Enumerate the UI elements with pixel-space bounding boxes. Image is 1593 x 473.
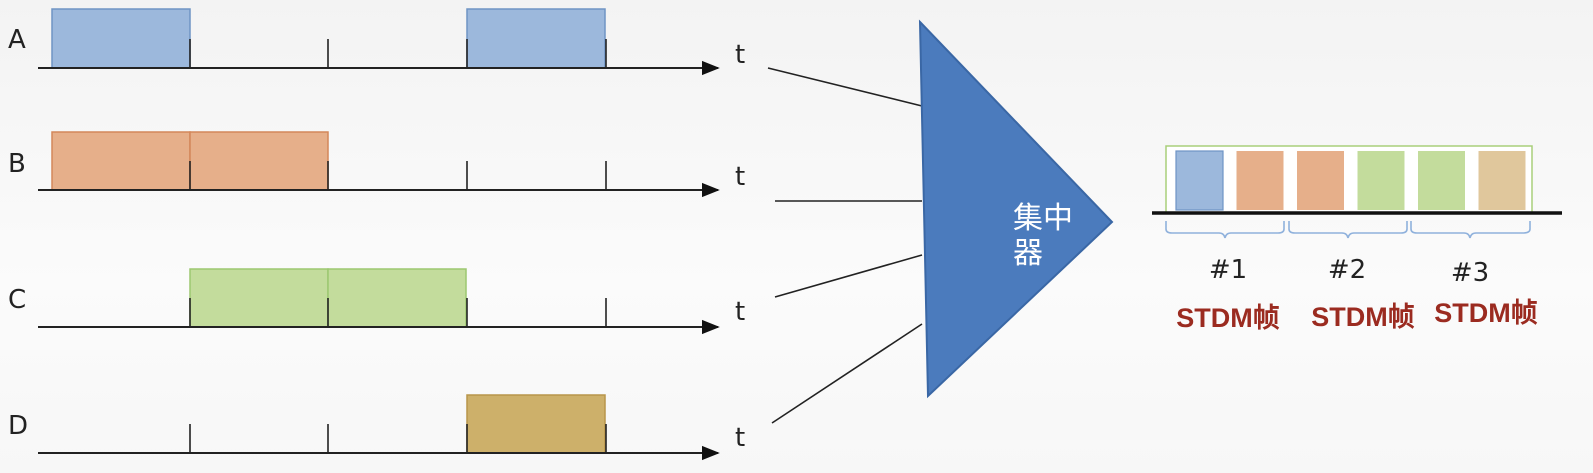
- channel-d-t-label: t: [735, 423, 745, 453]
- frame-3-name: STDM帧: [1434, 298, 1538, 328]
- channel-a-label: A: [8, 25, 26, 55]
- output-frame-border: [1165, 145, 1533, 214]
- input-line-a: [767, 67, 923, 107]
- frame-2-number: #2: [1328, 255, 1366, 285]
- output-slot-3-b: [1297, 151, 1344, 210]
- frame-1-name: STDM帧: [1176, 303, 1280, 333]
- concentrator: 集中 器: [918, 19, 1114, 399]
- input-line-d: [771, 323, 923, 424]
- channel-b-ticks: [189, 161, 607, 190]
- channel-c-ticks: [189, 298, 607, 327]
- channel-c-slot-3: [327, 268, 467, 328]
- concentrator-label-line1: 集中: [1013, 201, 1073, 236]
- output-slot-6-d: [1478, 151, 1526, 210]
- channel-d-label: D: [8, 411, 28, 441]
- input-lines: [767, 67, 923, 424]
- output-slot-2-b: [1236, 151, 1284, 210]
- channel-c-t-label: t: [735, 297, 745, 327]
- channel-b-t-label: t: [735, 162, 745, 192]
- frame-1-number: #1: [1209, 255, 1247, 285]
- channel-d-slot-4: [466, 394, 606, 454]
- channel-b-slot-2: [189, 131, 329, 191]
- channel-b-row: B t: [8, 131, 745, 198]
- channel-a-ticks: [189, 39, 607, 68]
- channel-a-row: A t: [8, 8, 745, 76]
- frame-3-number: #3: [1451, 258, 1489, 288]
- concentrator-triangle: [918, 19, 1114, 399]
- channel-d-ticks: [189, 424, 607, 453]
- frame-2-name: STDM帧: [1311, 302, 1415, 332]
- channel-a-t-label: t: [735, 40, 745, 70]
- channel-a-slot-1: [51, 8, 191, 69]
- channel-c-row: C t: [8, 268, 745, 335]
- output-slots: [1175, 150, 1526, 211]
- channel-b-label: B: [8, 149, 26, 179]
- channel-d-slots: [466, 394, 606, 454]
- channel-c-label: C: [8, 285, 26, 315]
- concentrator-label-line2: 器: [1013, 236, 1043, 271]
- channel-c-slots: [189, 268, 467, 328]
- channel-a-slot-4: [466, 8, 606, 69]
- output-slot-1-a: [1175, 150, 1224, 211]
- output-slot-5-c: [1418, 151, 1465, 210]
- channel-a-slots: [51, 8, 606, 69]
- frame-3-brace: [1410, 221, 1531, 239]
- channel-b-slot-1: [51, 131, 191, 191]
- channel-rows: A t B t C t D t: [8, 8, 745, 461]
- output-slot-4-c: [1357, 151, 1405, 210]
- frame-2-brace: [1288, 221, 1408, 239]
- channel-d-row: D t: [8, 394, 745, 461]
- input-line-c: [774, 254, 923, 298]
- frame-1-brace: [1165, 221, 1285, 239]
- channel-c-slot-2: [189, 268, 329, 328]
- frame-braces: [1165, 221, 1531, 239]
- output-frame: #1 #2 #3 STDM帧 STDM帧 STDM帧: [1152, 145, 1562, 333]
- channel-b-slots: [51, 131, 329, 191]
